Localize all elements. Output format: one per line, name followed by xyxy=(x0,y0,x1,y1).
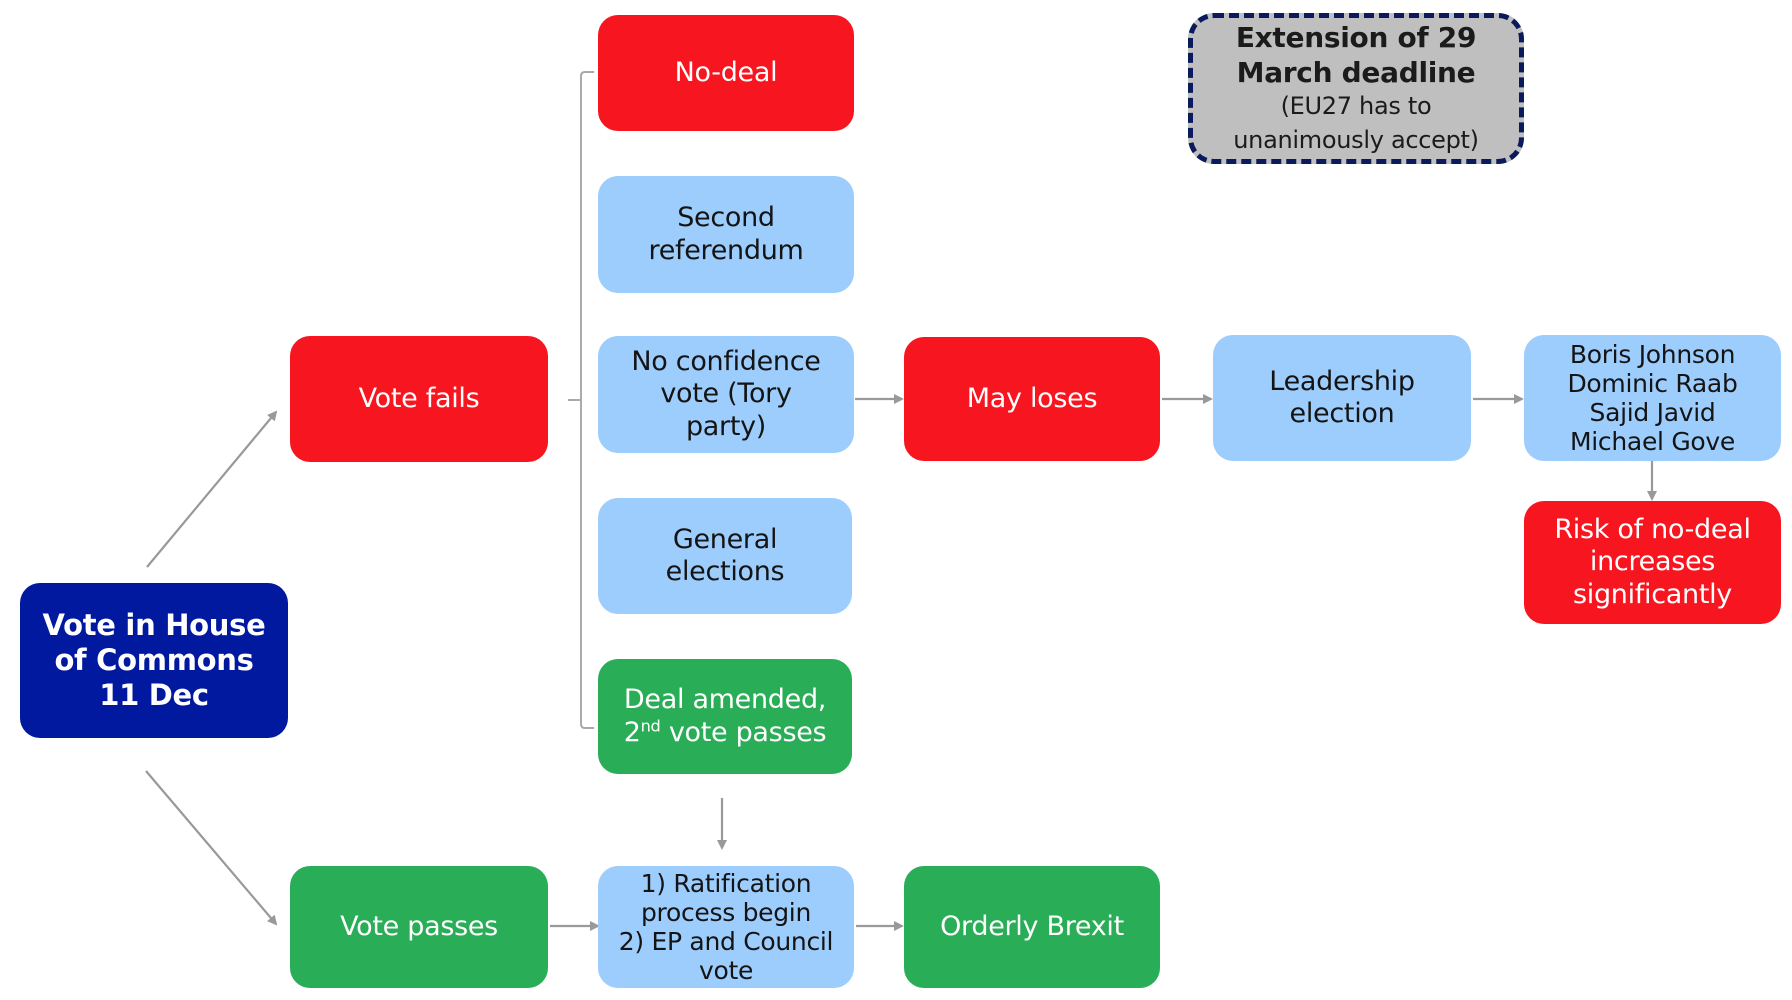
deal-amended-label: Deal amended,2nd vote passes xyxy=(624,684,827,749)
no-deal-label: No-deal xyxy=(674,56,778,88)
vote-fails-label: Vote fails xyxy=(358,382,480,414)
vote-passes-label: Vote passes xyxy=(340,910,498,942)
node-no-deal: No-deal xyxy=(598,15,854,131)
node-general-elections: General elections xyxy=(598,498,852,614)
node-may-loses: May loses xyxy=(904,337,1160,461)
node-ratification: 1) Ratification process begin 2) EP and … xyxy=(598,866,854,988)
leadership-election-label: Leadership election xyxy=(1269,365,1415,429)
node-vote-fails: Vote fails xyxy=(290,336,548,462)
general-elections-label: General elections xyxy=(665,523,785,587)
deal-amended-line1: Deal amended, xyxy=(623,684,827,716)
ordinal-number: 2 xyxy=(623,716,641,748)
risk-no-deal-label: Risk of no-deal increases significantly xyxy=(1554,513,1751,610)
second-referendum-label: Second referendum xyxy=(648,202,804,266)
node-no-confidence-vote: No confidence vote (Tory party) xyxy=(598,336,854,453)
arrow-start-to-vote-fails xyxy=(146,410,278,568)
deal-amended-line2: vote passes xyxy=(660,716,827,748)
node-leadership-candidates: Boris Johnson Dominic Raab Sajid Javid M… xyxy=(1524,335,1781,461)
orderly-brexit-label: Orderly Brexit xyxy=(940,910,1124,942)
start-node-vote-in-commons: Vote in House of Commons 11 Dec xyxy=(20,583,288,738)
node-second-referendum: Second referendum xyxy=(598,176,854,293)
note-deadline-extension: Extension of 29 March deadline (EU27 has… xyxy=(1188,13,1524,164)
node-leadership-election: Leadership election xyxy=(1213,335,1471,461)
ratification-label: 1) Ratification process begin 2) EP and … xyxy=(618,868,834,986)
extension-title: Extension of 29 March deadline xyxy=(1235,20,1477,89)
no-confidence-label: No confidence vote (Tory party) xyxy=(631,345,821,442)
node-deal-amended: Deal amended,2nd vote passes xyxy=(598,659,852,774)
arrow-start-to-vote-passes xyxy=(145,770,278,926)
candidates-label: Boris Johnson Dominic Raab Sajid Javid M… xyxy=(1567,339,1738,457)
options-bracket xyxy=(580,71,594,729)
start-node-label: Vote in House of Commons 11 Dec xyxy=(42,608,266,712)
ordinal-suffix: nd xyxy=(640,715,661,735)
node-vote-passes: Vote passes xyxy=(290,866,548,988)
node-risk-no-deal: Risk of no-deal increases significantly xyxy=(1524,501,1781,624)
node-orderly-brexit: Orderly Brexit xyxy=(904,866,1160,988)
extension-subtitle: (EU27 has to unanimously accept) xyxy=(1233,91,1479,154)
may-loses-label: May loses xyxy=(966,382,1098,414)
